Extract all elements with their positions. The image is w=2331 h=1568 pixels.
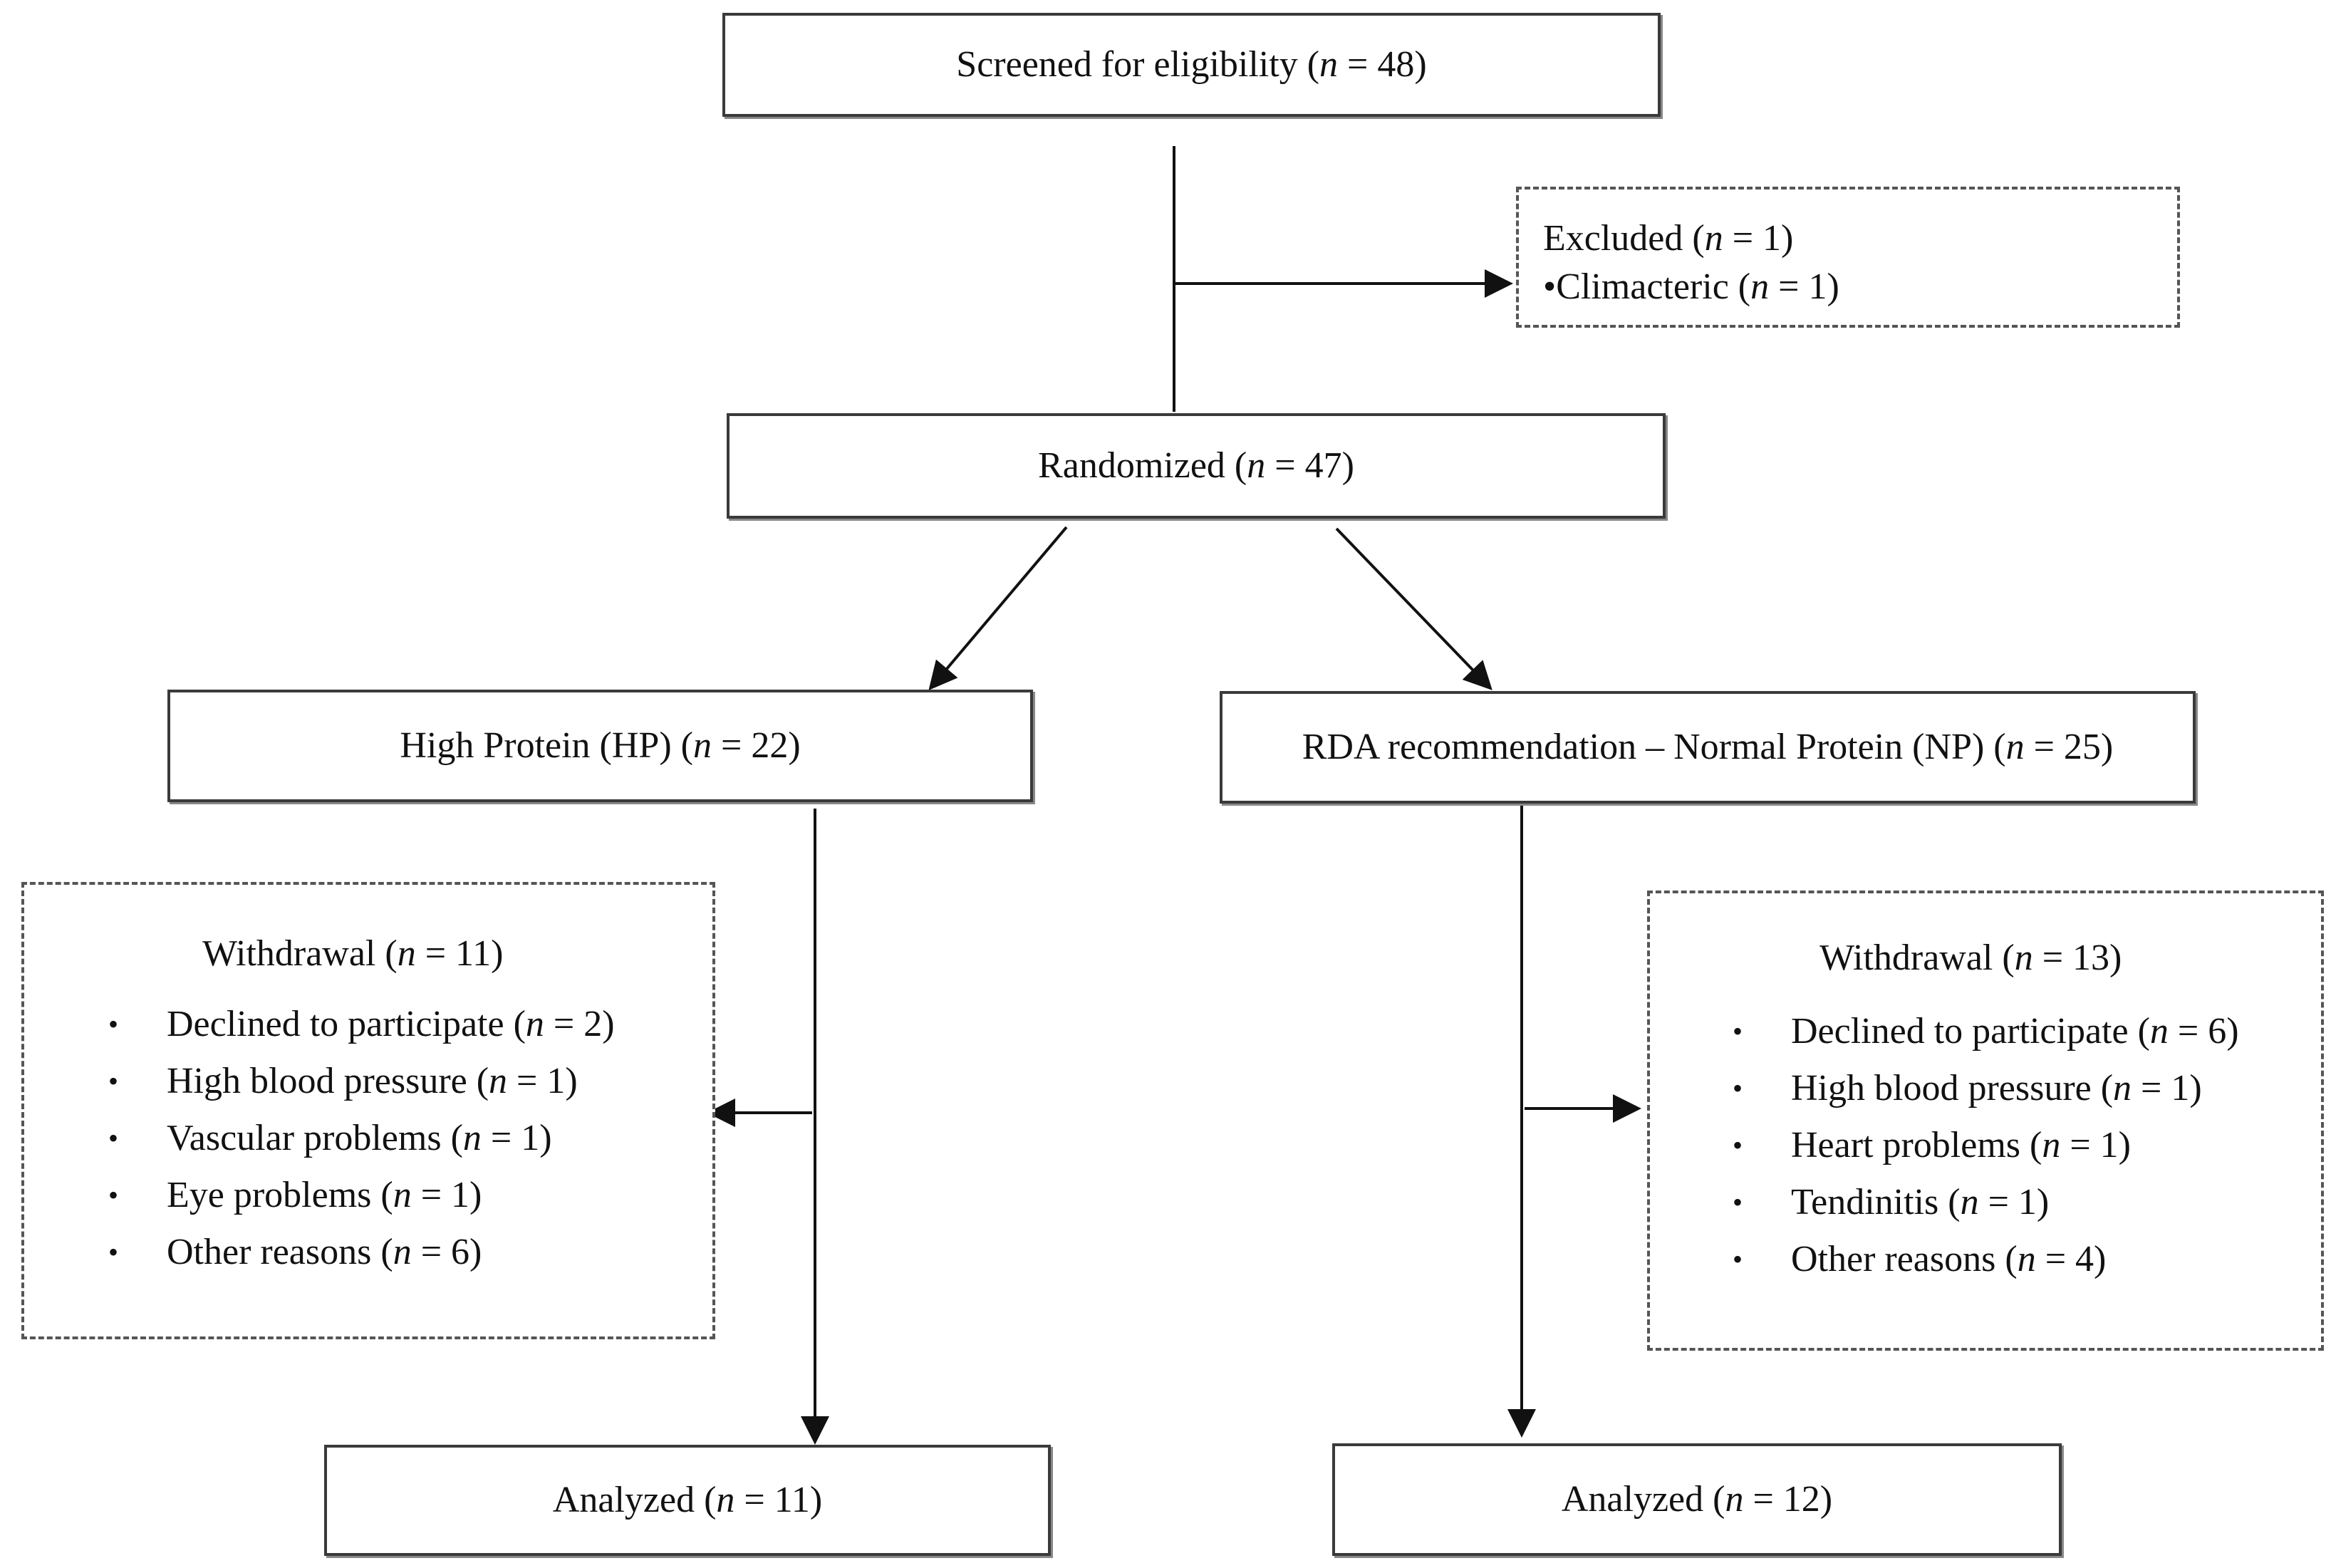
hp-withdrawal-box: Withdrawal (n = 11) Declined to particip…: [21, 882, 715, 1339]
arrow-to-np: [1335, 527, 1492, 690]
hp-withdrawal-title: Withdrawal (n = 11): [202, 933, 504, 974]
list-item: Vascular problems (n = 1): [108, 1110, 615, 1167]
np-withdrawal-reasons: Declined to participate (n = 6) High blo…: [1733, 1003, 2239, 1288]
arrow-to-hp: [928, 526, 1068, 691]
np-analyzed-box: Analyzed (n = 12): [1332, 1443, 2062, 1556]
np-withdrawal-box: Withdrawal (n = 13) Declined to particip…: [1647, 891, 2324, 1351]
list-item: Heart problems (n = 1): [1733, 1117, 2239, 1174]
list-item: Other reasons (n = 6): [108, 1224, 615, 1281]
list-item: Other reasons (n = 4): [1733, 1231, 2239, 1288]
excluded-box: Excluded (n = 1) •Climacteric (n = 1): [1516, 187, 2180, 328]
randomized-text: Randomized (n = 47): [1038, 445, 1354, 486]
np-arm-text: RDA recommendation – Normal Protein (NP)…: [1302, 726, 2114, 767]
hp-arm-text: High Protein (HP) (n = 22): [400, 725, 801, 766]
list-item: Declined to participate (n = 2): [108, 996, 614, 1053]
list-item: High blood pressure (n = 1): [1733, 1060, 2239, 1117]
np-arm-box: RDA recommendation – Normal Protein (NP)…: [1220, 691, 2196, 804]
randomized-box: Randomized (n = 47): [727, 413, 1666, 519]
list-item: Tendinitis (n = 1): [1733, 1174, 2239, 1231]
excluded-title: Excluded (n = 1): [1543, 218, 1794, 259]
hp-analyzed-text: Analyzed (n = 11): [552, 1479, 823, 1520]
screened-text: Screened for eligibility (n = 48): [956, 43, 1427, 85]
hp-analyzed-box: Analyzed (n = 11): [324, 1445, 1051, 1556]
np-analyzed-text: Analyzed (n = 12): [1561, 1478, 1833, 1520]
list-item: Eye problems (n = 1): [108, 1167, 615, 1224]
hp-arm-box: High Protein (HP) (n = 22): [167, 690, 1033, 802]
list-item: Declined to participate (n = 6): [1733, 1003, 2238, 1060]
hp-withdrawal-reasons: Declined to participate (n = 2) High blo…: [108, 996, 615, 1281]
screened-box: Screened for eligibility (n = 48): [722, 13, 1661, 117]
list-item: High blood pressure (n = 1): [108, 1053, 615, 1110]
excluded-reason-item: •Climacteric (n = 1): [1543, 266, 1839, 307]
np-withdrawal-title: Withdrawal (n = 13): [1819, 938, 2122, 978]
